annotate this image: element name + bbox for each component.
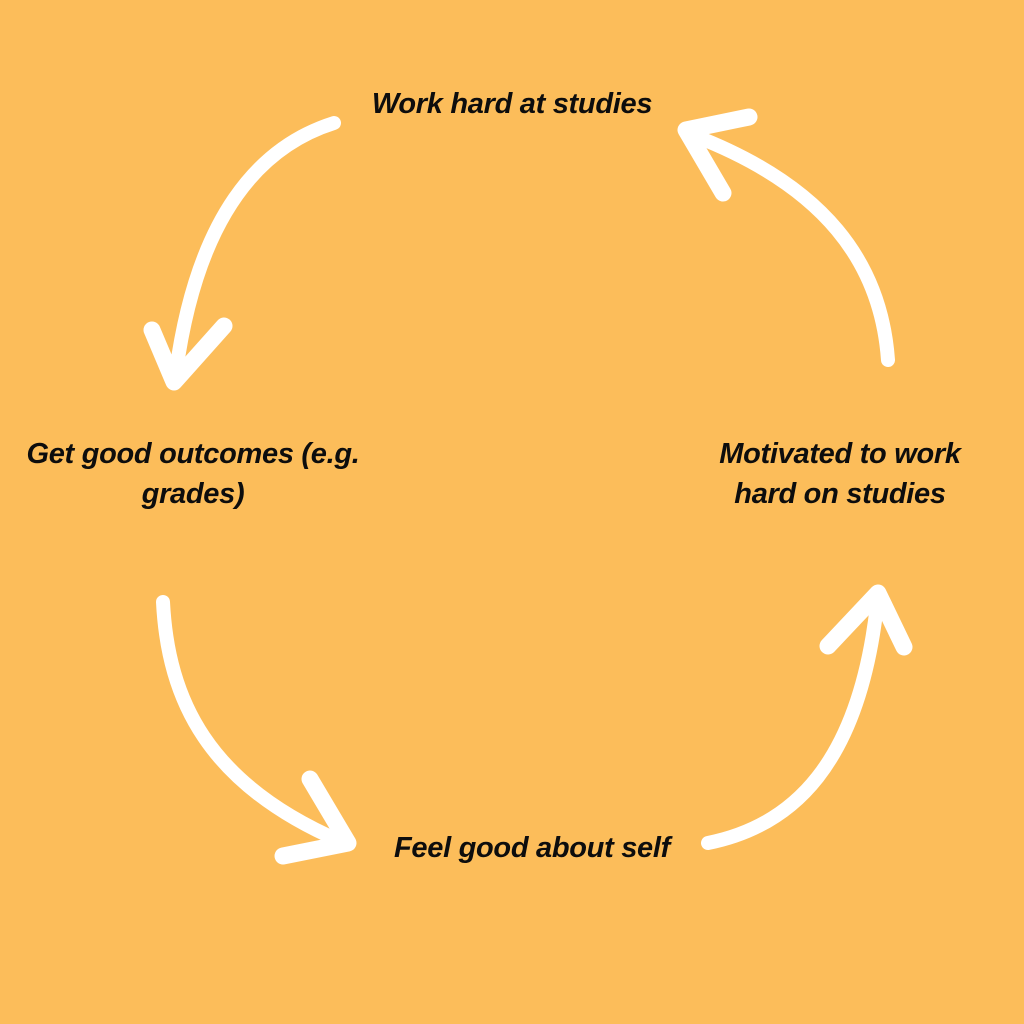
arrow-work-to-outcomes-icon <box>143 116 341 391</box>
node-label-line: Get good outcomes (e.g. <box>26 438 360 470</box>
node-get-good-outcomes: Get good outcomes (e.g. grades) <box>13 434 373 514</box>
arrow-motivated-to-work-icon <box>677 108 895 367</box>
node-motivated-to-work-hard: Motivated to work hard on studies <box>660 434 1020 514</box>
node-work-hard-at-studies: Work hard at studies <box>0 84 1024 124</box>
node-label-line: hard on studies <box>734 478 946 510</box>
node-feel-good-about-self: Feel good about self <box>40 828 1024 868</box>
node-label-line: Feel good about self <box>394 832 670 864</box>
node-label-line: Motivated to work <box>719 438 961 470</box>
node-label-line: grades) <box>141 478 245 510</box>
arrow-feel-good-to-motivated-icon <box>701 584 913 850</box>
arrow-outcomes-to-feel-good-icon <box>156 595 357 865</box>
node-label-line: Work hard at studies <box>371 88 653 120</box>
